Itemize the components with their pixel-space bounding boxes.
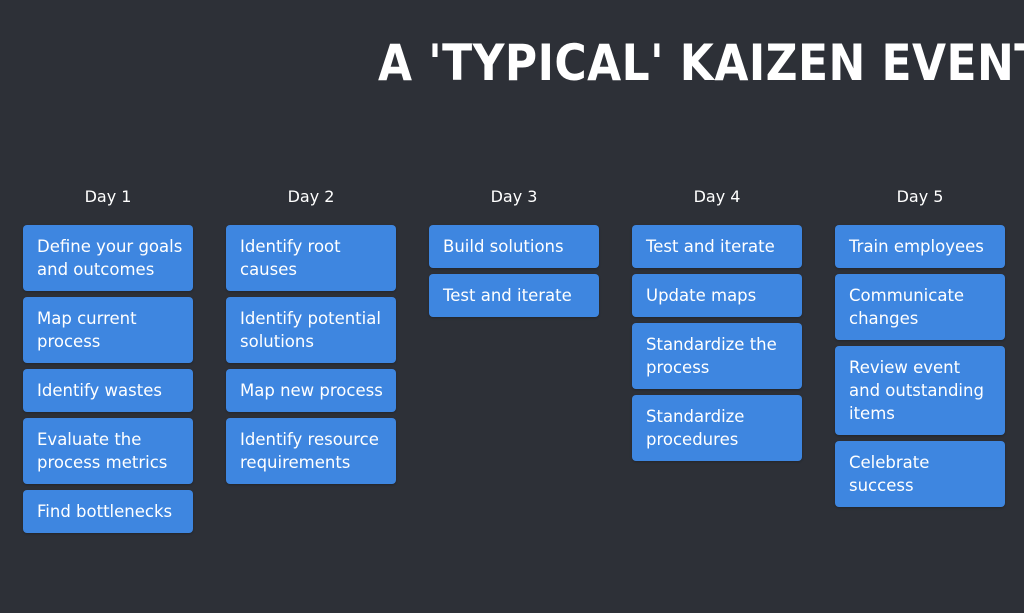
day-header: Day 1 xyxy=(84,187,132,206)
day-header: Day 3 xyxy=(490,187,538,206)
task-card: Find bottlenecks xyxy=(23,490,193,533)
task-card: Build solutions xyxy=(429,225,599,268)
task-card: Celebrate success xyxy=(835,441,1005,507)
task-card: Map current process xyxy=(23,297,193,363)
task-card: Update maps xyxy=(632,274,802,317)
task-card: Identify root causes xyxy=(226,225,396,291)
task-card: Standardize procedures xyxy=(632,395,802,461)
page-title: A 'TYPICAL' KAIZEN EVENT xyxy=(378,34,1024,92)
day-header: Day 4 xyxy=(693,187,741,206)
day-column-1: Day 1 Define your goals and outcomes Map… xyxy=(23,183,193,539)
task-card: Evaluate the process metrics xyxy=(23,418,193,484)
task-card: Identify resource requirements xyxy=(226,418,396,484)
day-header: Day 5 xyxy=(896,187,944,206)
task-card: Test and iterate xyxy=(632,225,802,268)
task-card: Standardize the process xyxy=(632,323,802,389)
day-column-5: Day 5 Train employees Communicate change… xyxy=(835,183,1005,513)
day-header: Day 2 xyxy=(287,187,335,206)
task-card: Identify potential solutions xyxy=(226,297,396,363)
task-card: Train employees xyxy=(835,225,1005,268)
task-card: Identify wastes xyxy=(23,369,193,412)
task-card: Communicate changes xyxy=(835,274,1005,340)
task-card: Map new process xyxy=(226,369,396,412)
day-column-3: Day 3 Build solutions Test and iterate xyxy=(429,183,599,323)
task-card: Review event and outstanding items xyxy=(835,346,1005,435)
task-card: Define your goals and outcomes xyxy=(23,225,193,291)
day-column-4: Day 4 Test and iterate Update maps Stand… xyxy=(632,183,802,467)
day-column-2: Day 2 Identify root causes Identify pote… xyxy=(226,183,396,490)
task-card: Test and iterate xyxy=(429,274,599,317)
